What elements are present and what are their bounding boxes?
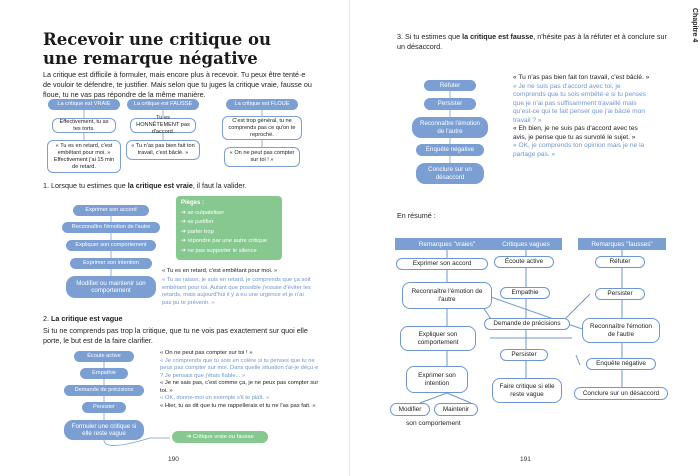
trap-item: ➔ se justifier bbox=[181, 219, 214, 225]
dialog3: « Tu n'as pas bien fait ton travail, c'e… bbox=[513, 74, 653, 159]
intro-paragraph: La critique est difficile à formuler, ma… bbox=[43, 70, 312, 99]
flow1-step-5: Modifier ou maintenir son comportement bbox=[66, 276, 156, 298]
header-vraie: La critique est VRAIE bbox=[48, 99, 120, 110]
page-number-right: 191 bbox=[520, 456, 531, 463]
dialog3-line: « Tu n'as pas bien fait ton travail, c'e… bbox=[513, 74, 650, 81]
dialog2-line: « OK, donne-moi un exemple s'il te plaît… bbox=[160, 395, 270, 401]
col2-step-2: Empathie bbox=[500, 287, 550, 299]
trap-item: ➔ se culpabiliser bbox=[181, 209, 225, 216]
col3-step-2: Persister bbox=[595, 288, 645, 300]
header-fausse: La critique est FAUSSE bbox=[127, 99, 199, 110]
header-floue: La critique est FLOUE bbox=[226, 99, 298, 110]
left-page: Recevoir une critique ou une remarque né… bbox=[43, 30, 320, 463]
flow2-step-2: Empathie bbox=[80, 368, 128, 379]
col2-step-4: Persister bbox=[500, 349, 548, 361]
flow3-step-3: Reconnaître l'émotion de l'autre bbox=[412, 117, 488, 138]
flow1-step-1: Exprimer son accord bbox=[73, 205, 149, 216]
case-fausse-text: Tu es HONNÊTEMENT pas d'accord. bbox=[130, 115, 196, 135]
item2-text: Si tu ne comprends pas trop la critique,… bbox=[43, 326, 308, 345]
col1-step-4: Exprimer son intention bbox=[406, 366, 468, 393]
case-vraie-text: Effectivement, tu as tes torts. bbox=[52, 118, 116, 133]
flow3-step-1: Réfuter bbox=[424, 80, 476, 91]
flow2-step-3: Demande de précisions bbox=[64, 385, 144, 396]
flow1-step-4: Exprimer son intention bbox=[70, 258, 152, 269]
col1-step-1: Exprimer son accord bbox=[396, 258, 488, 270]
case-floue-quote: « On ne peut pas compter sur toi ! » bbox=[224, 147, 300, 167]
gutter bbox=[349, 0, 350, 476]
trap-item: ➔ ne pas supporter le silence bbox=[181, 247, 257, 254]
quote1-a: « Tu es en retard, c'est embêtant pour m… bbox=[162, 268, 278, 274]
trap-item: ➔ parler trop bbox=[181, 228, 214, 235]
col3-step-1: Réfuter bbox=[595, 256, 645, 268]
dialog2-line: « Je ne sais pas, c'est comme ça, je ne … bbox=[160, 380, 319, 394]
flow1-step-2: Reconnaître l'émotion de l'autre bbox=[62, 222, 160, 233]
col-header-fausses: Remarques "fausses" bbox=[578, 238, 666, 250]
item3-text: 3. Si tu estimes que la critique est fau… bbox=[397, 32, 667, 51]
col1-step-2: Reconnaître l'émotion de l'autre bbox=[402, 282, 492, 309]
col1-modifier: Modifier bbox=[390, 403, 430, 416]
summary-label: En résumé : bbox=[397, 211, 436, 220]
right-page: Chapitre 4 3. Si tu estimes que la criti… bbox=[350, 0, 700, 476]
col2-step-5: Faire critique si elle reste vague bbox=[492, 378, 562, 403]
flow2-step-5: Formuler une critique si elle reste vagu… bbox=[64, 420, 144, 440]
case-vraie-quote: « Tu es en retard, c'est embêtant pour m… bbox=[47, 140, 121, 173]
case-floue-text: C'est trop général, tu ne comprends pas … bbox=[222, 116, 302, 140]
col1-maintenir: Maintenir bbox=[434, 403, 478, 416]
col2-step-3: Demande de précisions bbox=[484, 318, 570, 330]
flow3-step-2: Persister bbox=[424, 98, 476, 110]
col-header-vagues: Critiques vagues bbox=[490, 238, 562, 250]
flow1-step-3: Expliquer son comportement bbox=[66, 240, 156, 251]
chapter-tab: Chapitre 4 bbox=[691, 8, 698, 43]
col1-step-3: Expliquer son comportement bbox=[400, 326, 476, 351]
item2-heading: 2. La critique est vague bbox=[43, 314, 123, 323]
traps-title: Pièges : bbox=[181, 200, 205, 206]
dialog2-line: « On ne peut pas compter sur toi ! » bbox=[160, 350, 253, 356]
col1-footer: son comportement bbox=[406, 420, 461, 427]
dialog2-line: « Je comprends que tu sois en colère si … bbox=[160, 357, 319, 379]
dialog2-line: « Hier, tu as dit que tu me rappellerais… bbox=[160, 402, 316, 409]
flow2-step-4: Persister bbox=[82, 402, 126, 413]
traps-box: Pièges : ➔ se culpabiliser ➔ se justifie… bbox=[176, 196, 282, 260]
dialog3-line: « Eh bien, je ne suis pas d'accord avec … bbox=[513, 125, 638, 141]
green-critique-button: ➔ Critique vraie ou fausse bbox=[172, 431, 268, 443]
quote1-b: « Tu as raison, je suis en retard, je co… bbox=[162, 277, 311, 306]
dialog2: « On ne peut pas compter sur toi ! » « J… bbox=[160, 350, 320, 410]
dialog3-line: « OK, je comprends ton opinion mais je n… bbox=[513, 142, 645, 158]
flow2-step-1: Écoute active bbox=[74, 351, 134, 362]
dialog3-line: « Je ne suis pas d'accord avec toi, je c… bbox=[513, 82, 647, 124]
col3-step-3: Reconnaître l'émotion de l'autre bbox=[582, 318, 660, 343]
left-connectors bbox=[83, 110, 263, 446]
page-number-left: 190 bbox=[168, 456, 179, 463]
col3-step-5: Conclure sur un désaccord bbox=[574, 387, 668, 400]
col2-step-1: Écoute active bbox=[494, 256, 554, 268]
flow3-step-4: Enquête négative bbox=[416, 144, 484, 156]
page-title: Recevoir une critique ou une remarque né… bbox=[43, 30, 271, 68]
item1-text: 1. Lorsque tu estimes que la critique es… bbox=[43, 181, 247, 190]
flow3-step-5: Conclure sur un désaccord bbox=[416, 163, 484, 184]
col-header-vraies: Remarques "vraies" bbox=[395, 238, 499, 250]
col3-step-4: Enquête négative bbox=[586, 358, 656, 370]
case-fausse-quote: « Tu n'as pas bien fait ton travail, c'e… bbox=[126, 140, 200, 160]
trap-item: ➔ répondre par une autre critique bbox=[181, 238, 268, 244]
